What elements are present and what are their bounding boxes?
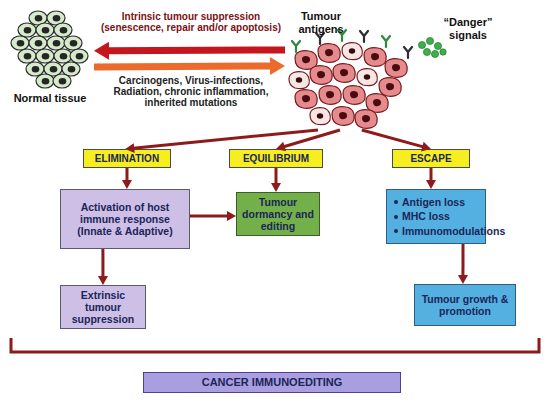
arrow-shaft: [108, 46, 285, 54]
arrow-head: [227, 211, 236, 221]
bullet-dot: [394, 229, 398, 233]
arrow-label: Carcinogens, Virus-infections, Radiation…: [98, 75, 284, 108]
arrow-head: [458, 275, 468, 284]
node-text: Tumour antigens: [291, 10, 351, 35]
connector-arrow: [94, 42, 285, 60]
connector-arrow: [362, 130, 431, 151]
bullet-row: MHC loss: [394, 210, 450, 222]
node-text: “Danger” signals: [431, 16, 505, 41]
arrow-shaft: [190, 214, 228, 217]
node-text: Tumour growth & promotion: [419, 293, 511, 317]
arrow-head: [421, 142, 431, 152]
bullet-row: Antigen loss: [394, 196, 465, 208]
arrow-shaft: [430, 168, 433, 181]
connector-arrow: [94, 57, 285, 75]
node-text: Activation of host immune response (Inna…: [65, 201, 185, 237]
connector-arrow: [426, 168, 436, 189]
arrow-label: Intrinsic tumour suppression (senescence…: [98, 11, 284, 33]
arrow-head: [122, 180, 132, 189]
process-box: Tumour dormancy and editing: [236, 192, 320, 236]
connector-arrow: [122, 168, 132, 189]
node-text: Normal tissue: [14, 92, 87, 105]
arrow-head: [125, 143, 134, 153]
arrow-shaft: [94, 63, 271, 71]
arrow-head: [276, 142, 286, 152]
connector-arrow: [190, 211, 236, 221]
tissue-illustration: Normal tissue: [6, 8, 94, 105]
node-text: EQUILIBRIUM: [243, 153, 309, 165]
bullet-dot: [394, 200, 398, 204]
phase-box: EQUILIBRIUM: [229, 149, 323, 168]
connector-arrow: [271, 168, 281, 192]
tumour-illustration: Tumour antigens “Danger” signals: [285, 8, 525, 130]
immunoediting-bracket: [11, 338, 539, 352]
node-text: Extrinsic tumour suppression: [65, 289, 141, 325]
danger-signals: [418, 37, 446, 57]
arrow-shaft: [101, 249, 104, 277]
arrow-head: [271, 183, 281, 192]
arrow-head: [94, 42, 109, 60]
node-text: CANCER IMMUNOEDITING: [202, 376, 343, 389]
arrow-shaft: [125, 168, 128, 181]
node-text: ELIMINATION: [95, 153, 159, 165]
arrow-head: [426, 180, 436, 189]
arrow-shaft: [274, 168, 277, 184]
node-text: MHC loss: [402, 210, 450, 222]
arrow-head: [98, 276, 108, 285]
connector-arrow: [125, 130, 318, 153]
bullet-dot: [394, 215, 398, 219]
phase-box: ESCAPE: [392, 149, 470, 168]
phase-box: ELIMINATION: [83, 149, 171, 168]
title-banner: CANCER IMMUNOEDITING: [143, 372, 401, 393]
connector-arrow: [98, 249, 108, 285]
arrow-shaft: [284, 130, 340, 147]
node-text: Immunomodulations: [402, 225, 505, 237]
arrow-shaft: [362, 130, 423, 147]
node-text: ESCAPE: [410, 153, 451, 165]
tumour-cells: [289, 43, 407, 129]
node-text: Antigen loss: [402, 196, 465, 208]
process-box: Antigen lossMHC lossImmunomodulations: [386, 189, 486, 244]
connector-arrow: [458, 244, 468, 284]
normal-tissue-cells: [11, 11, 88, 88]
connector-arrow: [276, 130, 340, 151]
node-text: Tumour dormancy and editing: [241, 196, 315, 232]
process-box: Activation of host immune response (Inna…: [60, 189, 190, 249]
process-box: Extrinsic tumour suppression: [60, 285, 146, 329]
bullet-row: Immunomodulations: [394, 225, 505, 237]
arrow-head: [270, 57, 285, 75]
arrow-shaft: [461, 244, 464, 276]
process-box: Tumour growth & promotion: [414, 284, 516, 326]
